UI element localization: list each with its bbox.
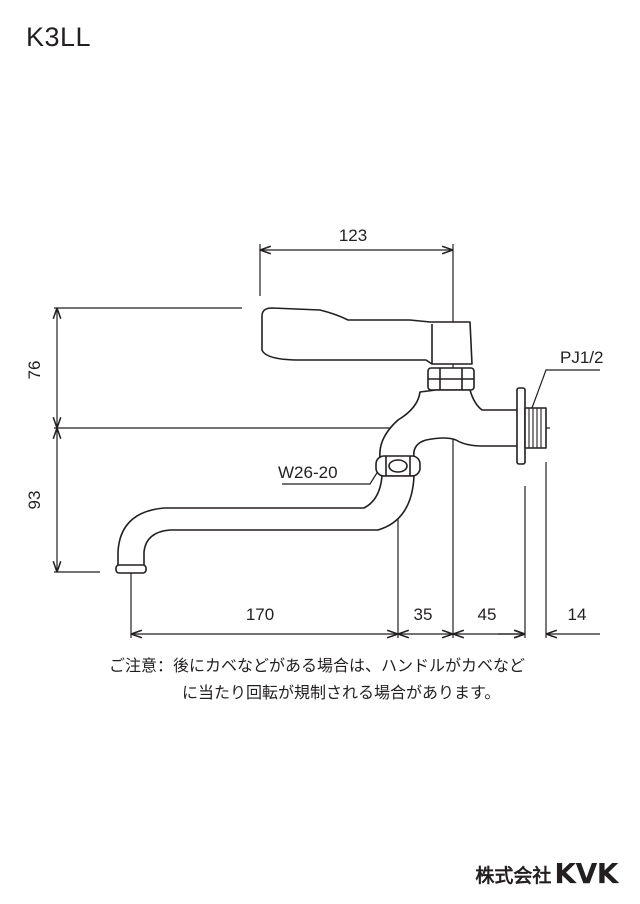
faucet-body: [115, 307, 547, 574]
caution-line-2: に当たり回転が規制される場合があります。: [182, 683, 501, 702]
spout-tip: [115, 564, 147, 574]
brand-name: KVK: [554, 857, 618, 890]
spout: [117, 475, 415, 567]
label-pj: PJ1/2: [560, 348, 603, 367]
caution-line-1: ご注意：後にカベなどがある場合は、ハンドルがカベなど: [109, 656, 526, 675]
company-name: 株式会社: [475, 865, 552, 887]
dim-label-76: 76: [25, 361, 44, 380]
dim-label-123: 123: [339, 226, 367, 245]
company-logo: 株式会社 KVK: [475, 860, 618, 888]
label-w26: W26-20: [278, 463, 338, 482]
valve-body: [379, 389, 523, 459]
leader-pj: [531, 369, 600, 409]
leader-w26: [282, 467, 381, 485]
caution-note: ご注意：後にカベなどがある場合は、ハンドルがカベなど に当たり回転が規制される場…: [109, 652, 629, 706]
wall-flange: [516, 387, 526, 465]
model-number: K3LL: [26, 22, 92, 52]
handle-lever: [261, 307, 473, 365]
thread-pj: [524, 407, 547, 449]
dim-label-45: 45: [478, 605, 497, 624]
dim-label-35: 35: [414, 605, 433, 624]
dim-label-170: 170: [246, 605, 274, 624]
dim-label-93: 93: [25, 491, 44, 510]
dim-label-14: 14: [568, 605, 587, 624]
